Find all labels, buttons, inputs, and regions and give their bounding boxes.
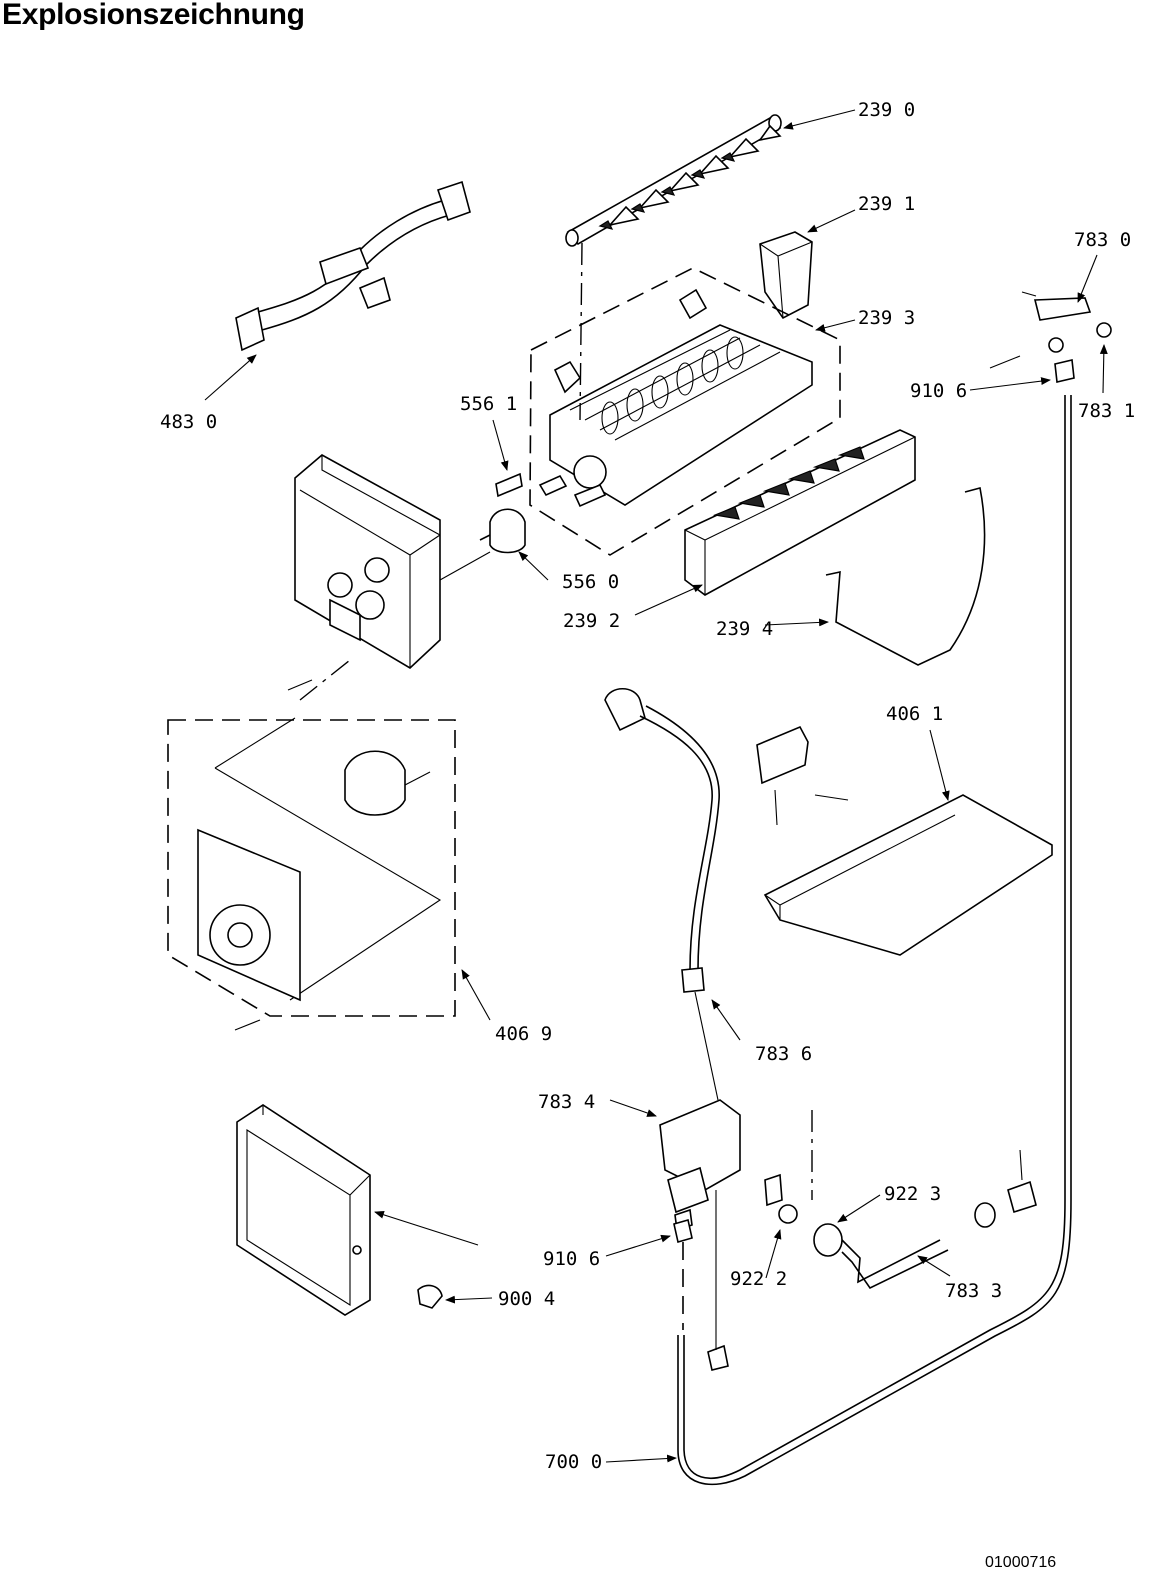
stripper-part — [759, 231, 813, 320]
document-number: 01000716 — [985, 1554, 1057, 1571]
callout-783-3: 783 3 — [945, 1280, 1002, 1302]
mounting-screw-top — [287, 679, 313, 691]
fill-tube-fittings — [989, 291, 1112, 383]
callout-239-0: 239 0 — [858, 99, 915, 121]
water-hose-part — [604, 687, 720, 993]
motor-module-part — [167, 717, 456, 1017]
callout-783-0: 783 0 — [1074, 229, 1131, 251]
callout-900-4: 900 4 — [498, 1288, 555, 1310]
callout-910-6-bottom: 910 6 — [543, 1248, 600, 1270]
callout-700-0: 700 0 — [545, 1451, 602, 1473]
fill-valve-part — [659, 1099, 741, 1232]
callout-483-0: 483 0 — [160, 411, 217, 433]
callout-406-1: 406 1 — [886, 703, 943, 725]
page-title: Explosionszeichnung — [2, 0, 305, 31]
water-line-part — [683, 395, 1066, 1479]
ejector-bar-part — [565, 114, 782, 247]
shutoff-arm-part — [825, 487, 986, 666]
callout-922-3: 922 3 — [884, 1183, 941, 1205]
callout-922-2: 922 2 — [730, 1268, 787, 1290]
callout-239-2: 239 2 — [563, 610, 620, 632]
callout-406-9: 406 9 — [495, 1023, 552, 1045]
callout-239-3: 239 3 — [858, 307, 915, 329]
control-housing-part — [294, 454, 441, 669]
callout-910-6-top: 910 6 — [910, 380, 967, 402]
callout-783-6: 783 6 — [755, 1043, 812, 1065]
cover-panel-part — [756, 725, 1053, 956]
callout-556-1: 556 1 — [460, 393, 517, 415]
callout-783-4: 783 4 — [538, 1091, 595, 1113]
callout-556-0: 556 0 — [562, 571, 619, 593]
clamp-part — [974, 1149, 1037, 1228]
inlet-tube-assembly — [764, 1110, 949, 1290]
access-cover-part — [236, 1104, 443, 1316]
thermostat-part — [479, 472, 526, 554]
mounting-screw-bottom — [234, 1019, 261, 1031]
leader-lines — [204, 109, 1108, 1463]
wire-harness-part — [235, 180, 471, 352]
callout-239-1: 239 1 — [858, 193, 915, 215]
bottom-nut-part — [673, 1190, 729, 1371]
front-cover-part — [684, 429, 916, 596]
callout-783-1: 783 1 — [1078, 400, 1135, 422]
callout-239-4: 239 4 — [716, 618, 773, 640]
thermostat-leader — [439, 551, 491, 581]
ice-mould-part — [529, 267, 841, 556]
